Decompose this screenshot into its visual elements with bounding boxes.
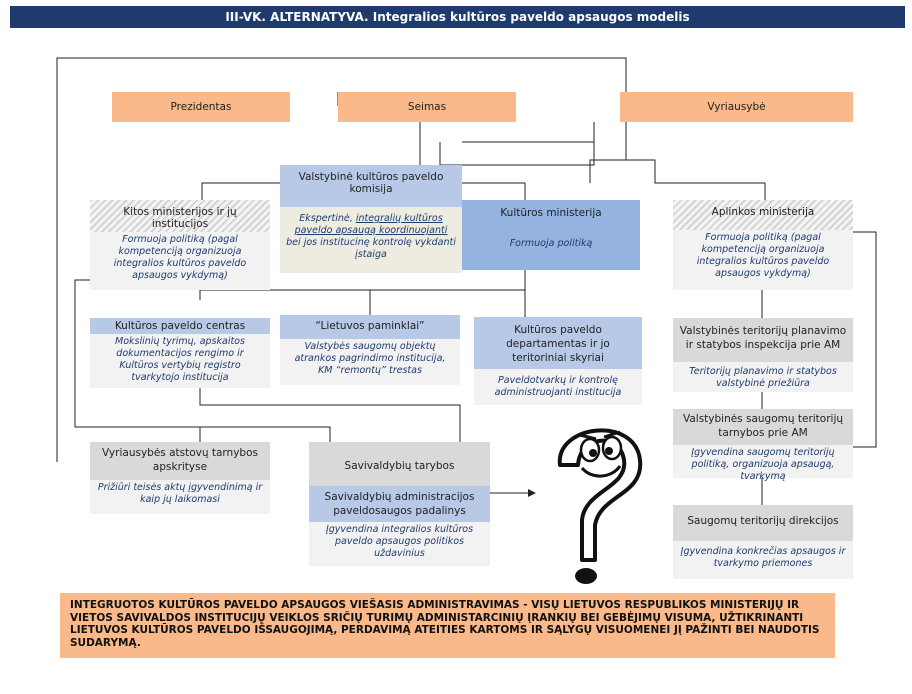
box-prezidentas: Prezidentas — [112, 92, 290, 122]
am-name: Aplinkos ministerija — [673, 200, 853, 230]
box-lp: “Lietuvos paminklai” Valstybės saugomų o… — [280, 315, 460, 385]
diagram-title: III-VK. ALTERNATYVA. Integralios kultūro… — [10, 6, 905, 28]
box-kitos: Kitos ministerijos ir jų institucijos Fo… — [90, 200, 270, 290]
vkpk-desc-link: integralių kultūros paveldo apsaugą koor… — [294, 213, 448, 236]
std-desc: Įgyvendina konkrečias apsaugos ir tvarky… — [673, 541, 853, 579]
box-std: Saugomų teritorijų direkcijos Įgyvendina… — [673, 505, 853, 579]
box-st: Savivaldybių tarybos — [309, 442, 490, 486]
box-kpd: Kultūros paveldo departamentas ir jo ter… — [474, 317, 642, 405]
kitos-desc: Formuoja politiką (pagal kompetenciją or… — [90, 232, 270, 290]
vkpk-desc-b: bei jos institucinę kontrolę vykdanti įs… — [286, 237, 456, 260]
vyriausybe-label: Vyriausybė — [707, 101, 766, 113]
vtpsi-desc: Teritorijų planavimo ir statybos valstyb… — [673, 362, 853, 392]
kpd-desc: Paveldotvarkų ir kontrolę administruojan… — [474, 369, 642, 405]
question-mark-illustration — [557, 428, 643, 584]
lp-desc: Valstybės saugomų objektų atrankos pagri… — [280, 339, 460, 385]
am-desc: Formuoja politiką (pagal kompetenciją or… — [673, 230, 853, 290]
vstt-name: Valstybinės saugomų teritorijų tarnybos … — [673, 409, 853, 445]
vkpk-desc-a: Ekspertinė, — [299, 213, 353, 224]
st-name: Savivaldybių tarybos — [344, 460, 455, 472]
box-vstt: Valstybinės saugomų teritorijų tarnybos … — [673, 409, 853, 482]
box-seimas: Seimas — [338, 92, 516, 122]
kpc-name: Kultūros paveldo centras — [90, 318, 270, 334]
sa-desc: Įgyvendina integralios kultūros paveldo … — [309, 522, 490, 566]
vstt-desc: Įgyvendina saugomų teritorijų politiką, … — [673, 445, 853, 482]
vat-name: Vyriausybės atstovų tarnybos apskrityse — [90, 442, 270, 480]
kpd-name: Kultūros paveldo departamentas ir jo ter… — [474, 317, 642, 369]
box-sa: Savivaldybių administracijos paveldosaug… — [309, 486, 490, 566]
vkpk-name: Valstybinė kultūros paveldo komisija — [280, 165, 462, 207]
kitos-name: Kitos ministerijos ir jų institucijos — [90, 200, 270, 232]
summary-statement: INTEGRUOTOS KULTŪROS PAVELDO APSAUGOS VI… — [60, 593, 835, 658]
box-vkpk: Valstybinė kultūros paveldo komisija Eks… — [280, 165, 462, 273]
vtpsi-name: Valstybinės teritorijų planavimo ir stat… — [673, 318, 853, 362]
box-vat: Vyriausybės atstovų tarnybos apskrityse … — [90, 442, 270, 514]
box-kpc: Kultūros paveldo centras Mokslinių tyrim… — [90, 318, 270, 388]
lp-name: “Lietuvos paminklai” — [280, 315, 460, 339]
vat-desc: Prižiūri teisės aktų įgyvendinimą ir kai… — [90, 480, 270, 514]
box-vyriausybe: Vyriausybė — [620, 92, 853, 122]
box-am: Aplinkos ministerija Formuoja politiką (… — [673, 200, 853, 290]
vkpk-desc: Ekspertinė, integralių kultūros paveldo … — [280, 207, 462, 273]
std-name: Saugomų teritorijų direkcijos — [673, 505, 853, 541]
seimas-label: Seimas — [407, 101, 447, 113]
sa-name: Savivaldybių administracijos paveldosaug… — [309, 486, 490, 522]
km-name: Kultūros ministerija Formuoja politiką — [462, 200, 640, 270]
km-desc: Formuoja politiką — [509, 238, 593, 249]
box-km: Kultūros ministerija Formuoja politiką — [462, 200, 640, 270]
kpc-desc: Mokslinių tyrimų, apskaitos dokumentacij… — [90, 334, 270, 388]
prezidentas-label: Prezidentas — [170, 101, 232, 113]
km-name-text: Kultūros ministerija — [500, 207, 602, 219]
box-vtpsi: Valstybinės teritorijų planavimo ir stat… — [673, 318, 853, 392]
